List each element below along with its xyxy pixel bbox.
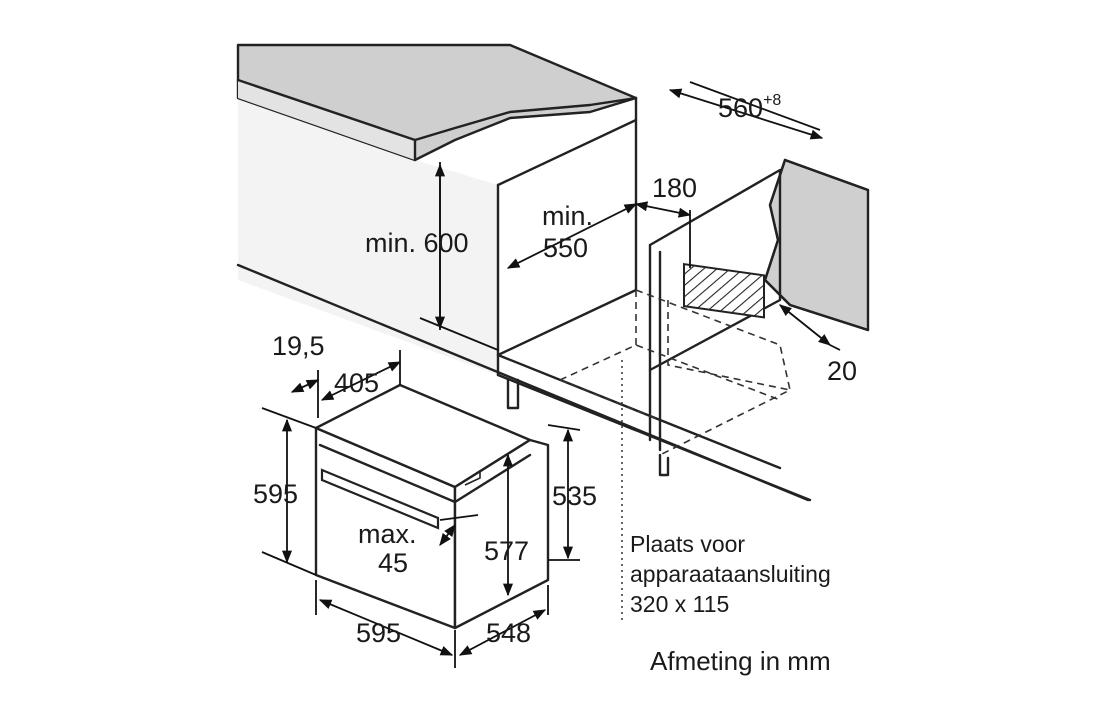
units-caption: Afmeting in mm <box>650 646 831 676</box>
top-depth-label: 405 <box>334 368 379 398</box>
oven <box>314 383 550 630</box>
panel-thickness-label: 19,5 <box>272 331 325 361</box>
front-height-label: 595 <box>253 479 298 509</box>
handle-label: max. <box>358 519 417 549</box>
note-line-2: apparaataansluiting <box>630 561 831 587</box>
dimension-labels: 560+8 180 min. 550 min. 600 20 19,5 405 … <box>253 92 857 648</box>
body-height-label: 535 <box>552 481 597 511</box>
socket-note: Plaats voor apparaataansluiting 320 x 11… <box>630 531 831 617</box>
cabinet-width-label: 560+8 <box>718 92 781 123</box>
socket-offset-label: 180 <box>652 173 697 203</box>
min-height-label: min. 600 <box>365 228 469 258</box>
socket-area <box>683 262 765 319</box>
note-line-1: Plaats voor <box>630 531 745 557</box>
inner-height-label: 577 <box>484 536 529 566</box>
rear-gap-label: 20 <box>827 356 857 386</box>
min-depth-label: min. <box>542 201 593 231</box>
dimension-lines <box>261 81 841 668</box>
handle-value: 45 <box>378 548 408 578</box>
note-line-3: 320 x 115 <box>630 591 729 617</box>
hidden-oven-outline <box>559 289 791 456</box>
front-width-label: 595 <box>356 618 401 648</box>
min-depth-value: 550 <box>543 233 588 263</box>
countertop-left <box>236 43 638 162</box>
body-depth-label: 548 <box>486 618 531 648</box>
